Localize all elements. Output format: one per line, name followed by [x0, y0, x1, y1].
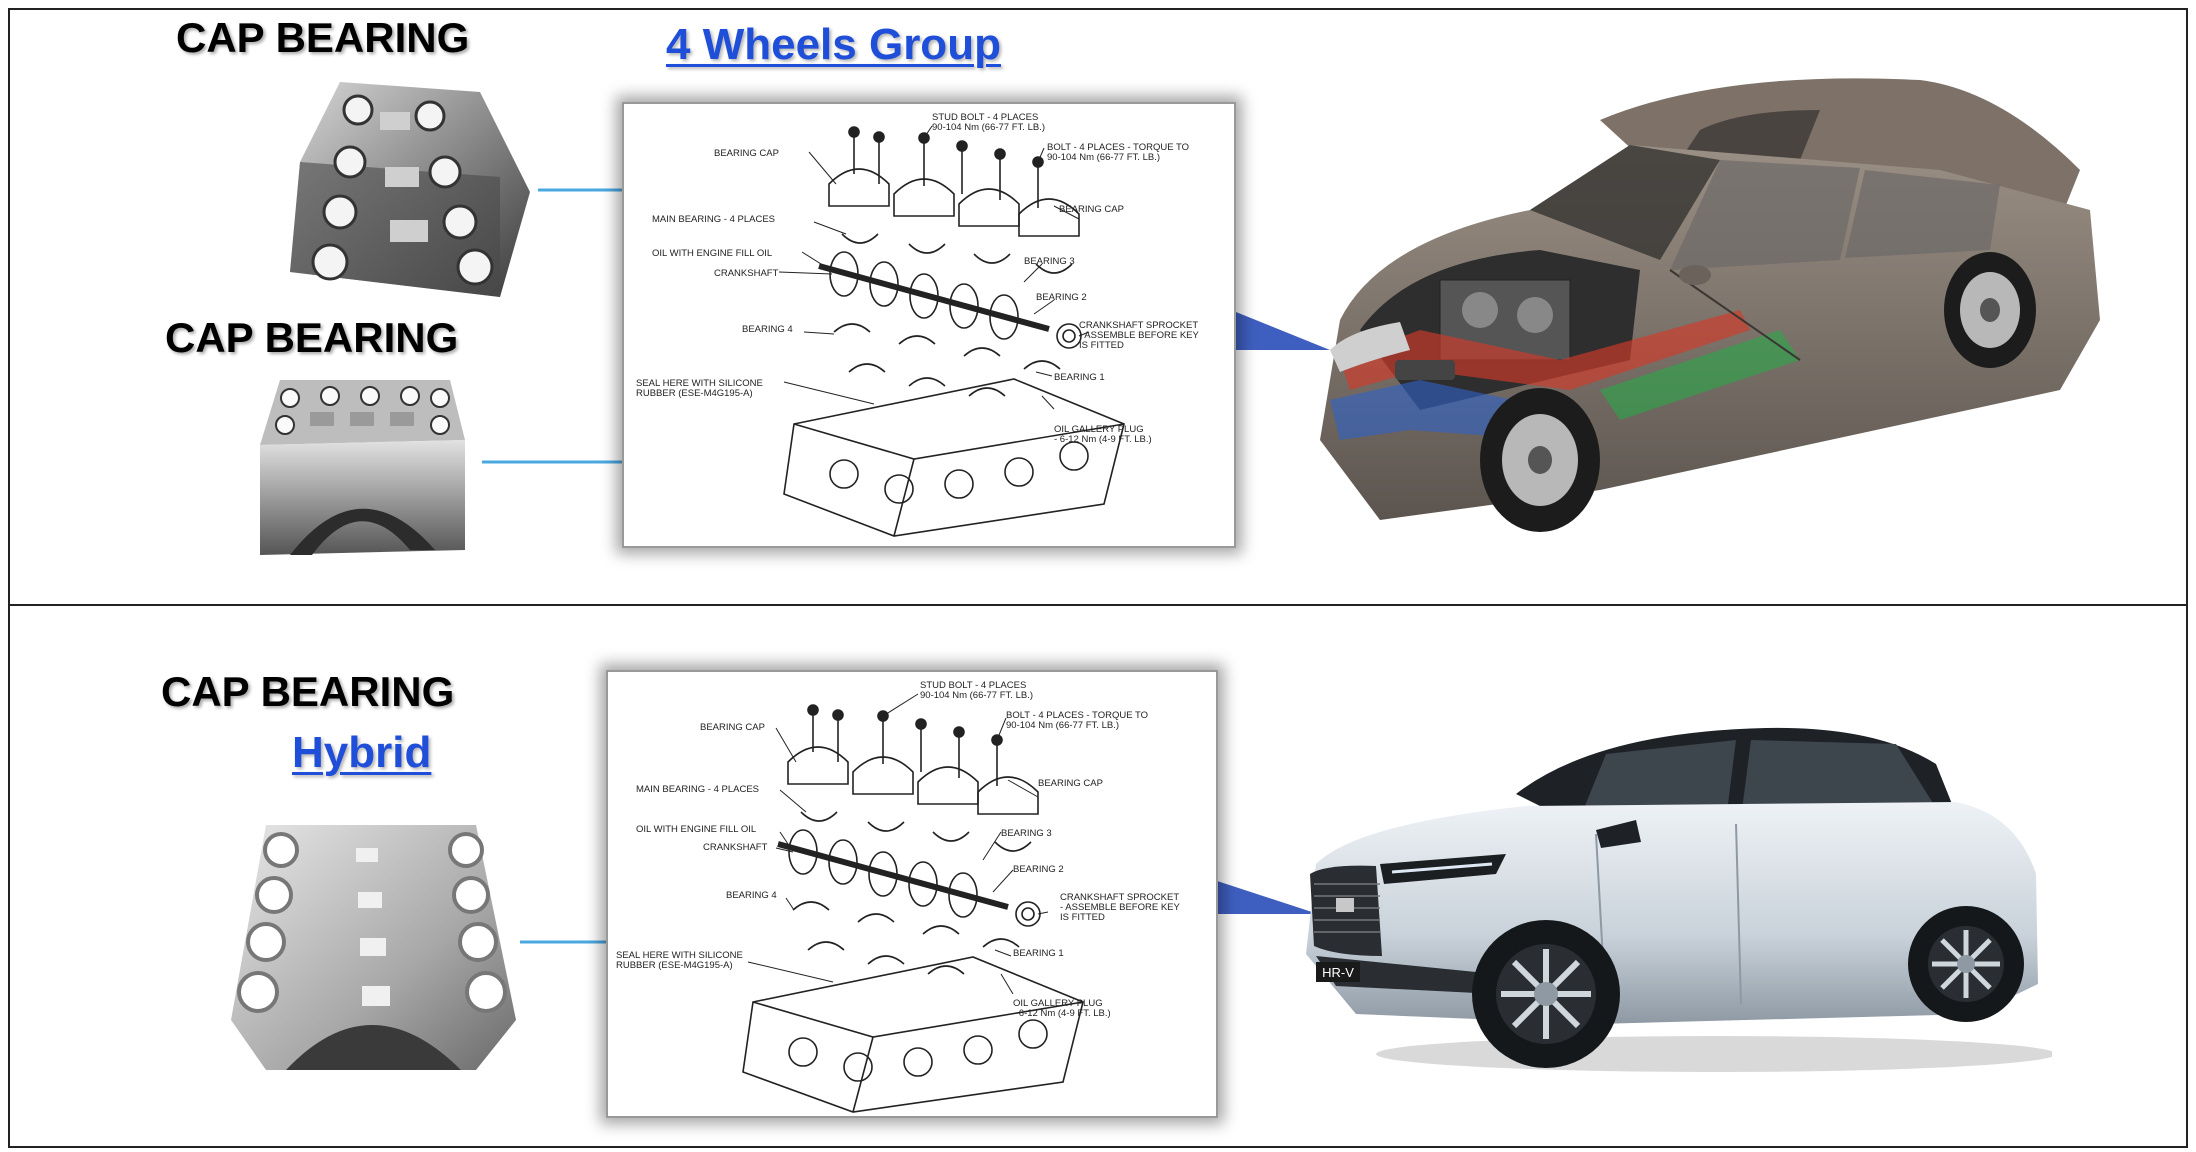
label-seal-2: RUBBER (ESE-M4G195-A) [616, 960, 733, 971]
label-seal-1: SEAL HERE WITH SILICONE [636, 378, 763, 389]
label-seal-1: SEAL HERE WITH SILICONE [616, 950, 743, 961]
sedan-cutaway-image [1320, 78, 2100, 532]
label-bearing-2: BEARING 2 [1013, 864, 1064, 875]
hrv-badge-text: HR-V [1322, 965, 1354, 980]
label-seal-2: RUBBER (ESE-M4G195-A) [636, 388, 753, 399]
label-stud-bolt-1: STUD BOLT - 4 PLACES [920, 680, 1026, 691]
bearing-cap-shapes [787, 746, 1039, 815]
cap-bearing-image-2 [260, 380, 465, 555]
engine-diagram-bottom: STUD BOLT - 4 PLACES 90-104 Nm (66-77 FT… [606, 670, 1218, 1118]
label-sprocket-1: CRANKSHAFT SPROCKET [1079, 320, 1198, 331]
label-bearing-cap-left: BEARING CAP [700, 722, 765, 733]
label-sprocket-1: CRANKSHAFT SPROCKET [1060, 892, 1179, 903]
label-plug-2: - 6-12 Nm (4-9 FT. LB.) [1013, 1008, 1111, 1019]
front-grille [1310, 865, 1382, 956]
label-main-bearing: MAIN BEARING - 4 PLACES [652, 214, 775, 225]
label-plug-2: - 6-12 Nm (4-9 FT. LB.) [1054, 434, 1152, 445]
label-bolt-2: 90-104 Nm (66-77 FT. LB.) [1006, 720, 1119, 731]
label-bolt-1: BOLT - 4 PLACES - TORQUE TO [1047, 142, 1189, 153]
label-bearing-1: BEARING 1 [1013, 948, 1064, 959]
cap-bearing-label-top-1: CAP BEARING [176, 14, 470, 61]
label-sprocket-2: - ASSEMBLE BEFORE KEY [1079, 330, 1200, 341]
crankshaft-shape [818, 251, 1082, 349]
label-bolt-1: BOLT - 4 PLACES - TORQUE TO [1006, 710, 1148, 721]
cap-bearing-image-1 [290, 82, 530, 297]
pointer-arrow-top [1226, 308, 1330, 350]
bottom-panel [8, 604, 2188, 1148]
label-plug-1: OIL GALLERY PLUG [1013, 998, 1103, 1009]
label-stud-bolt-2: 90-104 Nm (66-77 FT. LB.) [932, 122, 1045, 133]
label-sprocket-2: - ASSEMBLE BEFORE KEY [1060, 902, 1181, 913]
cap-bearing-label-top-2: CAP BEARING [165, 314, 459, 361]
cap-bearing-label-bottom: CAP BEARING [161, 668, 455, 715]
cap-bearing-image-hybrid [231, 825, 516, 1070]
label-stud-bolt-1: STUD BOLT - 4 PLACES [932, 112, 1038, 123]
four-wheels-group-link[interactable]: 4 Wheels Group [666, 20, 1001, 69]
label-bearing-cap-left: BEARING CAP [714, 148, 779, 159]
bolt-icons [848, 126, 1044, 208]
label-crankshaft: CRANKSHAFT [703, 842, 768, 853]
label-stud-bolt-2: 90-104 Nm (66-77 FT. LB.) [920, 690, 1033, 701]
label-bearing-cap-right: BEARING CAP [1038, 778, 1103, 789]
bolt-icons [807, 704, 1003, 786]
wheels [1480, 252, 2036, 532]
label-bearing-4: BEARING 4 [726, 890, 777, 901]
label-bearing-3: BEARING 3 [1024, 256, 1075, 267]
label-oil-fill: OIL WITH ENGINE FILL OIL [636, 824, 756, 835]
label-bearing-cap-right: BEARING CAP [1059, 204, 1124, 215]
label-plug-1: OIL GALLERY PLUG [1054, 424, 1144, 435]
bearing-cap-shapes [828, 168, 1080, 237]
label-bearing-4: BEARING 4 [742, 324, 793, 335]
label-sprocket-3: IS FITTED [1060, 912, 1105, 923]
hybrid-link[interactable]: Hybrid [292, 728, 432, 777]
engine-block-shape [742, 956, 1084, 1113]
wheels [1472, 906, 2024, 1068]
label-bearing-2: BEARING 2 [1036, 292, 1087, 303]
engine-block-shape [783, 378, 1125, 537]
crankshaft-shape [777, 829, 1041, 927]
hrv-suv-image: HR-V [1306, 727, 2052, 1072]
label-bearing-3: BEARING 3 [1001, 828, 1052, 839]
label-main-bearing: MAIN BEARING - 4 PLACES [636, 784, 759, 795]
label-bolt-2: 90-104 Nm (66-77 FT. LB.) [1047, 152, 1160, 163]
label-bearing-1: BEARING 1 [1054, 372, 1105, 383]
pointer-arrow-bottom [1208, 878, 1318, 914]
label-crankshaft: CRANKSHAFT [714, 268, 779, 279]
engine-diagram-top: STUD BOLT - 4 PLACES 90-104 Nm (66-77 FT… [622, 102, 1236, 548]
label-oil-fill: OIL WITH ENGINE FILL OIL [652, 248, 772, 259]
label-sprocket-3: IS FITTED [1079, 340, 1124, 351]
